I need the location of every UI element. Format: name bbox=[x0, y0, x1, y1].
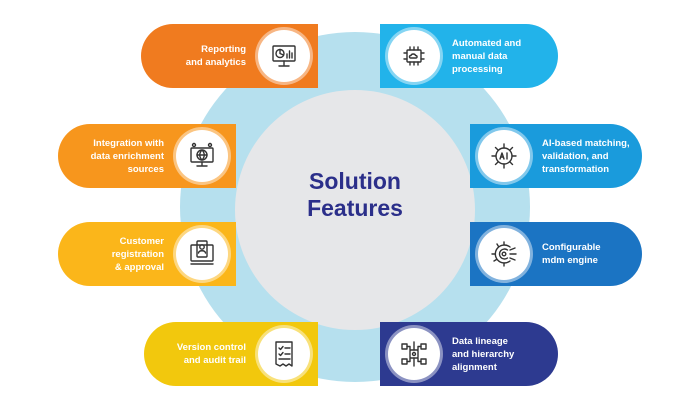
engine-gear-icon bbox=[478, 228, 530, 280]
feature-mdm-label: Configurable mdm engine bbox=[542, 242, 601, 266]
title-line-2: Features bbox=[307, 195, 403, 221]
feature-automated-label: Automated and manual data processing bbox=[452, 37, 522, 75]
feature-ai-label: AI-based matching, validation, and trans… bbox=[542, 137, 630, 175]
feature-lineage-label: Data lineage and hierarchy alignment bbox=[452, 335, 515, 373]
center-circle bbox=[235, 90, 475, 330]
monitor-globe-icon bbox=[176, 130, 228, 182]
feature-automated: Automated and manual data processing bbox=[380, 24, 558, 88]
feature-version-label: Version control and audit trail bbox=[176, 342, 246, 366]
feature-reporting: Reporting and analytics bbox=[141, 24, 318, 88]
feature-version: Version control and audit trail bbox=[144, 322, 318, 386]
ai-chip-icon bbox=[478, 130, 530, 182]
feature-customer: Customer registration & approval bbox=[58, 222, 236, 286]
feature-integration: Integration with data enrichment sources bbox=[58, 124, 236, 188]
feature-lineage: Data lineage and hierarchy alignment bbox=[380, 322, 558, 386]
title-line-1: Solution bbox=[309, 168, 401, 194]
feature-customer-label: Customer registration & approval bbox=[111, 235, 164, 273]
checklist-icon bbox=[258, 328, 310, 380]
user-profile-icon bbox=[176, 228, 228, 280]
feature-ai: AI-based matching, validation, and trans… bbox=[470, 124, 642, 188]
monitor-chart-icon bbox=[258, 30, 310, 82]
cloud-chip-icon bbox=[388, 30, 440, 82]
feature-integration-label: Integration with data enrichment sources bbox=[90, 137, 164, 175]
feature-reporting-label: Reporting and analytics bbox=[185, 44, 246, 68]
hierarchy-network-icon bbox=[388, 328, 440, 380]
feature-mdm: Configurable mdm engine bbox=[470, 222, 642, 286]
diagram-title: Solution Features bbox=[235, 168, 475, 222]
